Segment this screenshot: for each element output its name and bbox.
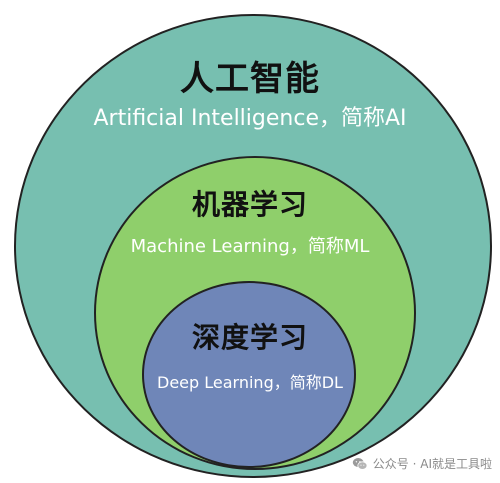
dl-title: 深度学习: [191, 321, 308, 354]
ml-subtitle: Machine Learning，简称ML: [130, 236, 370, 257]
ai-subtitle: Artificial Intelligence，简称AI: [93, 106, 407, 131]
watermark: 公众号 · AI就是工具啦: [352, 455, 492, 472]
ml-title: 机器学习: [191, 188, 308, 221]
dl-subtitle: Deep Learning，简称DL: [157, 373, 343, 392]
ai-title: 人工智能: [180, 59, 320, 99]
dl-circle: [142, 281, 356, 468]
watermark-text: 公众号 · AI就是工具啦: [372, 457, 492, 471]
wechat-icon: [352, 456, 368, 472]
